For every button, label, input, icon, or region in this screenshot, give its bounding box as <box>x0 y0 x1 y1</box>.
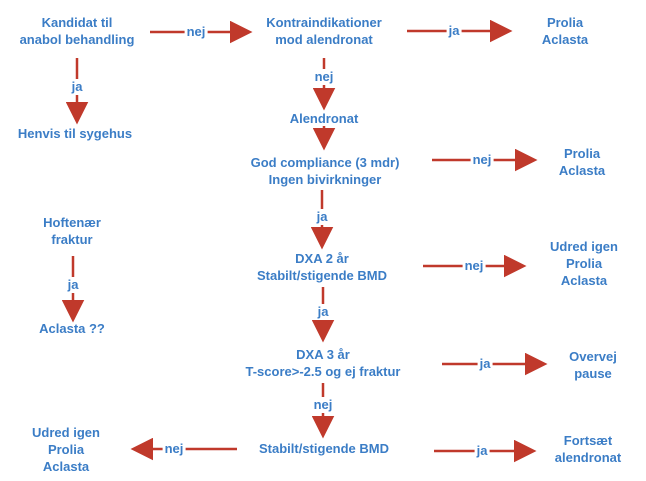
node-text: Aclasta <box>558 163 606 178</box>
node-dxa-2-aar: DXA 2 år Stabilt/stigende BMD <box>257 250 387 284</box>
node-text: Alendronat <box>289 111 359 126</box>
node-text: Udred igen <box>32 425 100 440</box>
node-text: Stabilt/stigende BMD <box>258 441 390 456</box>
node-kandidat-til-anabol-behandling: Kandidat til anabol behandling <box>20 14 135 48</box>
node-henvis-til-sygehus: Henvis til sygehus <box>18 125 132 142</box>
edge-label-hoften-aclasta: ja <box>65 277 81 293</box>
node-stabilt-stigende-bmd: Stabilt/stigende BMD <box>259 440 389 457</box>
node-text: Aclasta ?? <box>39 321 105 336</box>
node-text: mod alendronat <box>275 32 373 47</box>
node-text: alendronat <box>554 450 622 465</box>
node-text: Prolia <box>47 442 85 457</box>
edge-label-stabilt-fortsaet: ja <box>474 443 490 459</box>
node-aclasta-qq: Aclasta ?? <box>39 320 105 337</box>
node-udred-igen-mid: Udred igen Prolia Aclasta <box>550 238 618 289</box>
edge-label-kandidat-henvis: ja <box>69 79 85 95</box>
node-text: Hoftenær <box>43 215 101 230</box>
node-udred-igen-bottom: Udred igen Prolia Aclasta <box>32 424 100 475</box>
node-text: Aclasta <box>541 32 589 47</box>
node-text: pause <box>574 366 612 381</box>
node-text: anabol behandling <box>19 32 135 47</box>
edge-label-compliance-prolia: nej <box>470 152 494 168</box>
edge-label-compliance-dxa2: ja <box>314 209 330 225</box>
node-text: Aclasta <box>42 459 90 474</box>
node-text: Kandidat til <box>41 15 113 30</box>
node-text: Kontraindikationer <box>266 15 382 30</box>
node-text: DXA 3 år <box>296 347 350 362</box>
edge-label-dxa2-udred: nej <box>462 258 486 274</box>
node-dxa-3-aar: DXA 3 år T-score>-2.5 og ej fraktur <box>246 346 401 380</box>
node-text: Stabilt/stigende BMD <box>256 268 388 283</box>
node-god-compliance: God compliance (3 mdr) Ingen bivirkninge… <box>251 154 400 188</box>
node-text: Henvis til sygehus <box>17 126 133 141</box>
node-text: T-score>-2.5 og ej fraktur <box>245 364 401 379</box>
node-text: Overvej <box>569 349 617 364</box>
node-text: fraktur <box>51 232 93 247</box>
node-hoftenaer-fraktur: Hoftenær fraktur <box>43 214 101 248</box>
node-text: Prolia <box>565 256 603 271</box>
edge-label-kandidat-kontra: nej <box>184 24 208 40</box>
node-text: Ingen bivirkninger <box>268 172 382 187</box>
node-text: DXA 2 år <box>295 251 349 266</box>
node-prolia-aclasta-mid: Prolia Aclasta <box>559 145 605 179</box>
node-overvej-pause: Overvej pause <box>569 348 617 382</box>
node-text: Prolia <box>546 15 584 30</box>
node-text: Aclasta <box>560 273 608 288</box>
node-alendronat: Alendronat <box>290 110 359 127</box>
node-text: God compliance (3 mdr) <box>250 155 400 170</box>
edge-label-dxa3-stabilt: nej <box>311 397 335 413</box>
edge-label-dxa3-overvej: ja <box>477 356 493 372</box>
edge-label-kontra-prolia: ja <box>446 23 462 39</box>
edge-label-dxa2-dxa3: ja <box>315 304 331 320</box>
node-text: Prolia <box>563 146 601 161</box>
node-text: Fortsæt <box>563 433 613 448</box>
node-prolia-aclasta-top: Prolia Aclasta <box>542 14 588 48</box>
node-fortsaet-alendronat: Fortsæt alendronat <box>555 432 621 466</box>
edge-label-kontra-alendronat: nej <box>312 69 336 85</box>
edge-label-stabilt-udred: nej <box>162 441 186 457</box>
node-kontraindikationer: Kontraindikationer mod alendronat <box>266 14 382 48</box>
node-text: Udred igen <box>550 239 618 254</box>
